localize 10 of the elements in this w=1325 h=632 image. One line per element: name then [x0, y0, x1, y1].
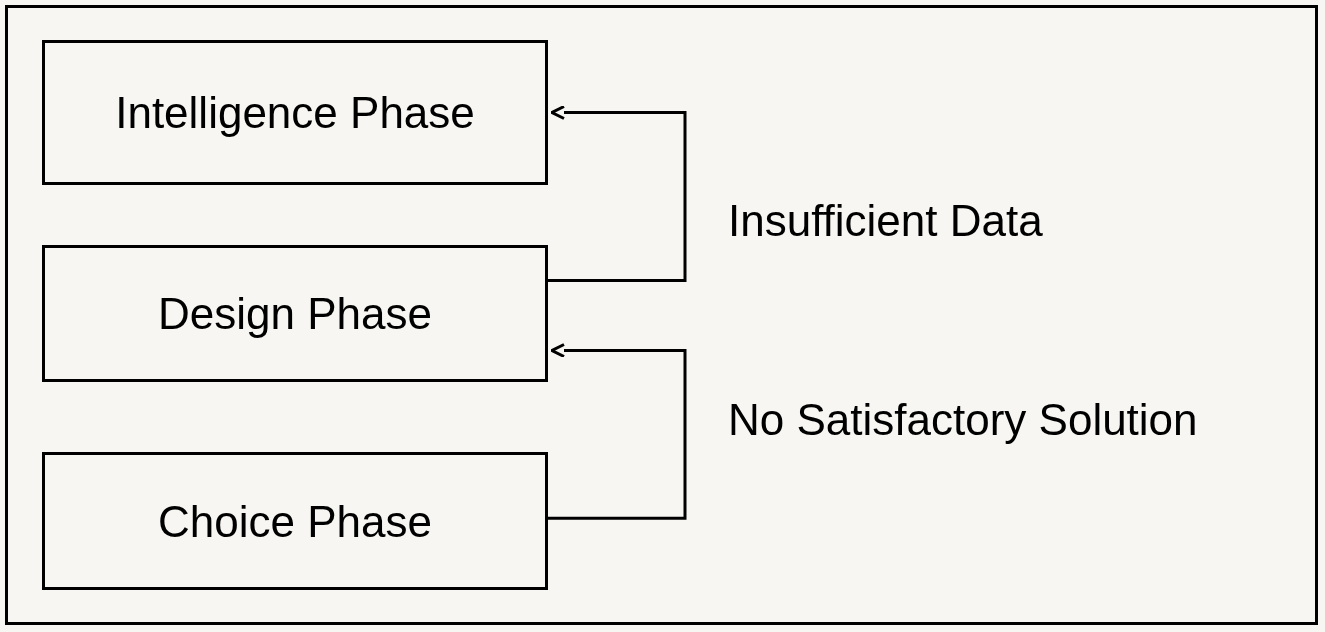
box-label: Choice Phase — [158, 495, 432, 548]
process-box — [42, 40, 548, 185]
edge-label: No Satisfactory Solution — [728, 394, 1198, 447]
box-label: Intelligence Phase — [115, 87, 475, 139]
process-box — [42, 452, 548, 590]
feedback-arrow — [548, 343, 687, 520]
edge-label: Insufficient Data — [728, 194, 1043, 247]
process-box — [42, 245, 548, 382]
box-label: Design Phase — [158, 288, 432, 340]
feedback-arrow — [548, 105, 687, 283]
